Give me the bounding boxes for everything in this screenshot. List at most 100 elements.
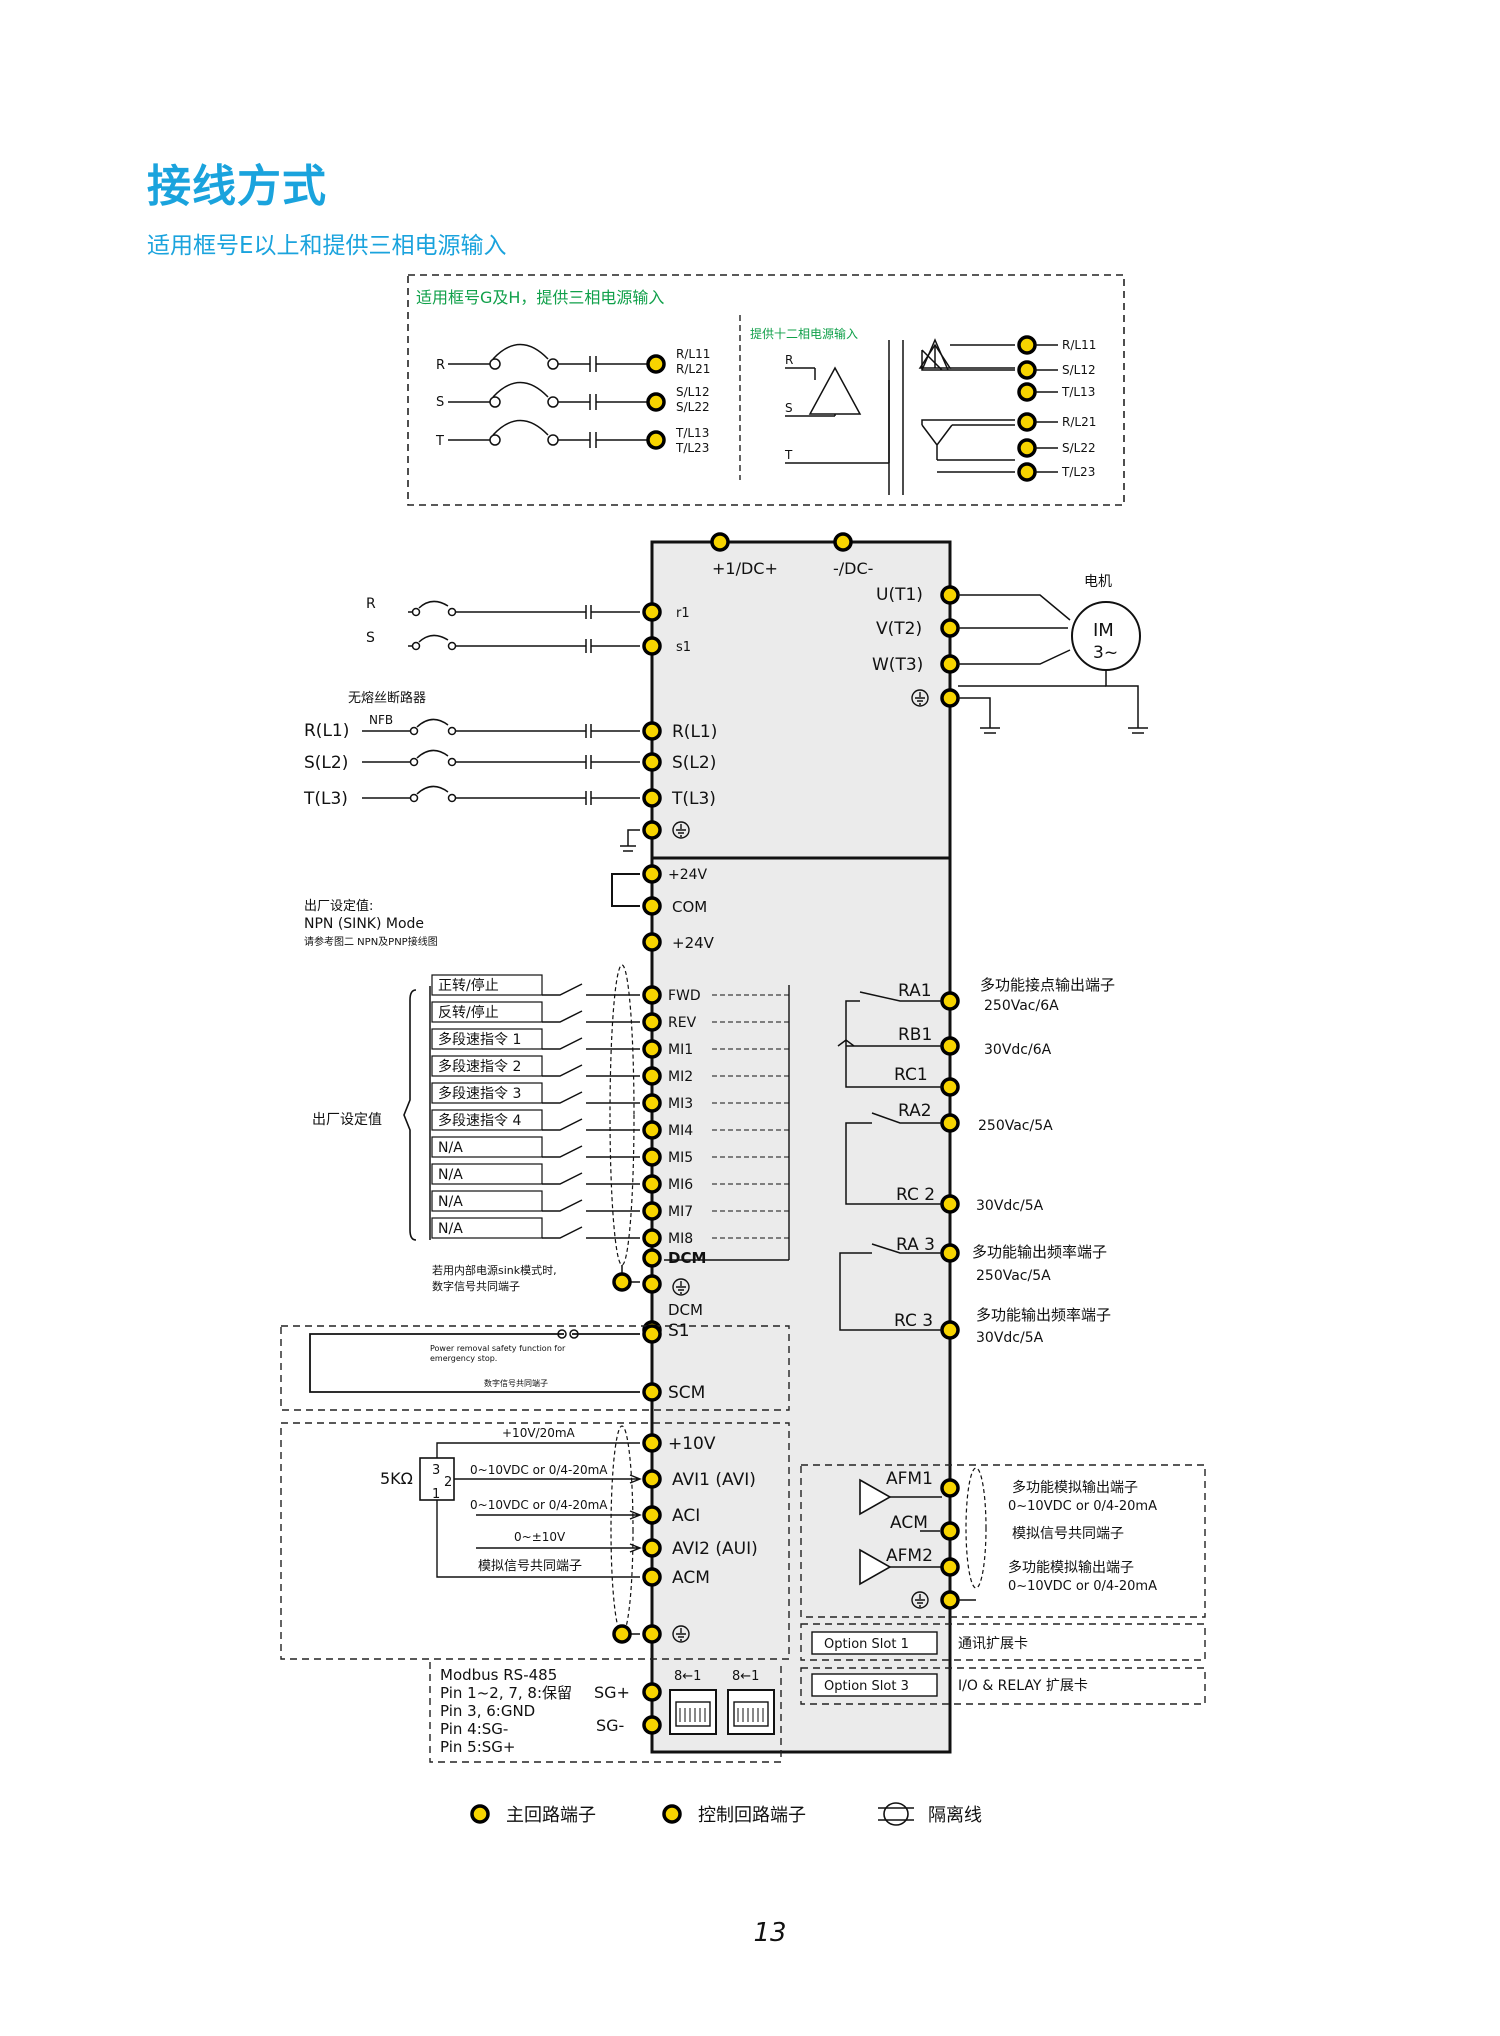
sink-note-1: 若用内部电源sink模式时,	[432, 1263, 557, 1277]
xfmr-out-1: R/L11	[1062, 338, 1096, 352]
rj45-port-icon	[669, 1689, 717, 1735]
rc3-label: RC 3	[894, 1311, 933, 1331]
pin-line-2: Pin 3, 6:GND	[440, 1702, 535, 1720]
afm2-range: 0~10VDC or 0/4-20mA	[1008, 1579, 1157, 1594]
dc-plus-label: +1/DC+	[712, 559, 778, 578]
term-sl2-label: S(L2)	[672, 753, 716, 773]
inset-phase-r: R	[436, 358, 445, 373]
transformer-phase-r: R	[785, 353, 793, 367]
term-avi2: AVI2 (AUI)	[672, 1539, 758, 1559]
pin-line-3: Pin 4:SG-	[440, 1720, 508, 1738]
modbus-label: Modbus RS-485	[440, 1666, 557, 1684]
rb1-label: RB1	[898, 1025, 932, 1045]
dc-minus-label: -/DC-	[833, 559, 873, 578]
rb1-rating: 30Vdc/6A	[984, 1042, 1052, 1058]
digital-input-func: 多段速指令 3	[438, 1085, 521, 1102]
term-v-label: V(T2)	[876, 619, 922, 639]
digital-input-term: FWD	[668, 988, 701, 1004]
term-24v-1: +24V	[668, 867, 708, 883]
ra3-desc: 多功能输出频率端子	[972, 1243, 1107, 1261]
twelve-phase-title: 提供十二相电源输入	[750, 326, 858, 341]
inset-term-t2: T/L23	[675, 441, 709, 455]
term-w-label: W(T3)	[872, 655, 923, 675]
terminal-icon	[642, 1174, 662, 1194]
legend-control-icon	[662, 1804, 682, 1824]
avi2-note: 0~±10V	[514, 1530, 566, 1544]
term-s1: S1	[668, 1321, 690, 1341]
rc1-label: RC1	[894, 1065, 928, 1085]
aux-s-label: S	[366, 630, 375, 646]
pot-pin-2: 2	[444, 1475, 452, 1490]
transformer-symbol	[785, 338, 1015, 495]
inset-term-t1: T/L13	[675, 426, 709, 440]
digital-input-func: 反转/停止	[438, 1004, 499, 1021]
page-subtitle: 适用框号E以上和提供三相电源输入	[147, 233, 507, 259]
ground-icon	[672, 1278, 690, 1296]
afm1-range: 0~10VDC or 0/4-20mA	[1008, 1499, 1157, 1514]
inset-term-r1: R/L11	[676, 347, 710, 361]
legend-shield: 隔离线	[928, 1805, 982, 1826]
relay-outputs: RA1 RB1 RC1 RA2 RC 2 RA 3 RC 3 多功能接点输出端子…	[837, 976, 1115, 1346]
rc2-label: RC 2	[896, 1185, 935, 1205]
term-10v: +10V	[668, 1434, 716, 1454]
safety-common: 数字信号共同端子	[484, 1378, 548, 1388]
safety-box: Power removal safety function for emerge…	[280, 1324, 790, 1411]
factory-note-2: NPN (SINK) Mode	[304, 916, 424, 932]
digital-input-func: 多段速指令 1	[438, 1031, 521, 1048]
transformer-phase-s: S	[785, 401, 793, 415]
rj45-label-2: 8←1	[732, 1669, 759, 1684]
acm-out-label: ACM	[890, 1513, 928, 1533]
motor-outputs: U(T1) V(T2) W(T3) 电机 IM 3~	[872, 574, 1148, 734]
terminal-icon	[642, 1201, 662, 1221]
pot-pin-1: 1	[432, 1487, 440, 1502]
term-tl3-label: T(L3)	[671, 789, 716, 809]
mains-t-label: T(L3)	[303, 789, 348, 809]
inset-box: 适用框号G及H，提供三相电源输入 提供十二相电源输入 R S T R/L11 R…	[407, 274, 1125, 506]
rj45-label-1: 8←1	[674, 1669, 701, 1684]
pin-line-4: Pin 5:SG+	[440, 1738, 515, 1756]
terminal-icon	[642, 1066, 662, 1086]
afm2-desc: 多功能模拟输出端子	[1008, 1559, 1134, 1576]
acm-out-desc: 模拟信号共同端子	[1012, 1526, 1124, 1542]
digital-input-func: 多段速指令 2	[438, 1058, 521, 1075]
mains-r-label: R(L1)	[304, 721, 349, 741]
digital-input-func: N/A	[438, 1140, 463, 1156]
digital-input-row: N/A MI5	[431, 1136, 789, 1167]
sink-note-2: 数字信号共同端子	[432, 1279, 520, 1293]
rs485: Modbus RS-485 Pin 1~2, 7, 8:保留 Pin 3, 6:…	[429, 1662, 782, 1763]
legend-main: 主回路端子	[506, 1805, 596, 1826]
ra1-label: RA1	[898, 981, 932, 1001]
ra2-rating: 250Vac/5A	[978, 1118, 1053, 1134]
factory-note-1: 出厂设定值:	[304, 898, 373, 914]
ground-icon	[911, 1591, 929, 1609]
digital-input-row: 反转/停止 REV	[431, 1001, 789, 1032]
digital-input-term: REV	[668, 1015, 697, 1031]
term-24v-2: +24V	[672, 934, 715, 952]
digital-input-term: MI1	[668, 1042, 693, 1058]
term-dcm2: DCM	[668, 1301, 703, 1319]
terminal-icon	[642, 1120, 662, 1140]
terminal-icon	[642, 1147, 662, 1167]
slot3-label: Option Slot 3	[824, 1679, 909, 1694]
ground-icon	[672, 821, 690, 839]
plus10-note: +10V/20mA	[502, 1426, 576, 1440]
ground-icon	[672, 1625, 690, 1643]
terminal-icon	[642, 1093, 662, 1113]
rc2-rating: 30Vdc/5A	[976, 1198, 1044, 1214]
term-dcm: DCM	[668, 1249, 706, 1267]
legend-control: 控制回路端子	[698, 1805, 806, 1826]
inset-phase-rows: R S T R/L11 R/L21 S/L12 S/L22 T/L13 T/L2…	[435, 343, 710, 455]
motor-icon	[1071, 601, 1141, 671]
term-rl1-label: R(L1)	[672, 722, 717, 742]
digital-input-func: 多段速指令 4	[438, 1112, 521, 1129]
page-title: 接线方式	[147, 161, 327, 212]
term-aci: ACI	[672, 1506, 700, 1526]
avi1-note: 0~10VDC or 0/4-20mA	[470, 1463, 608, 1477]
ra1-desc: 多功能接点输出端子	[980, 976, 1115, 994]
digital-input-term: MI5	[668, 1150, 693, 1166]
xfmr-out-4: R/L21	[1062, 415, 1096, 429]
